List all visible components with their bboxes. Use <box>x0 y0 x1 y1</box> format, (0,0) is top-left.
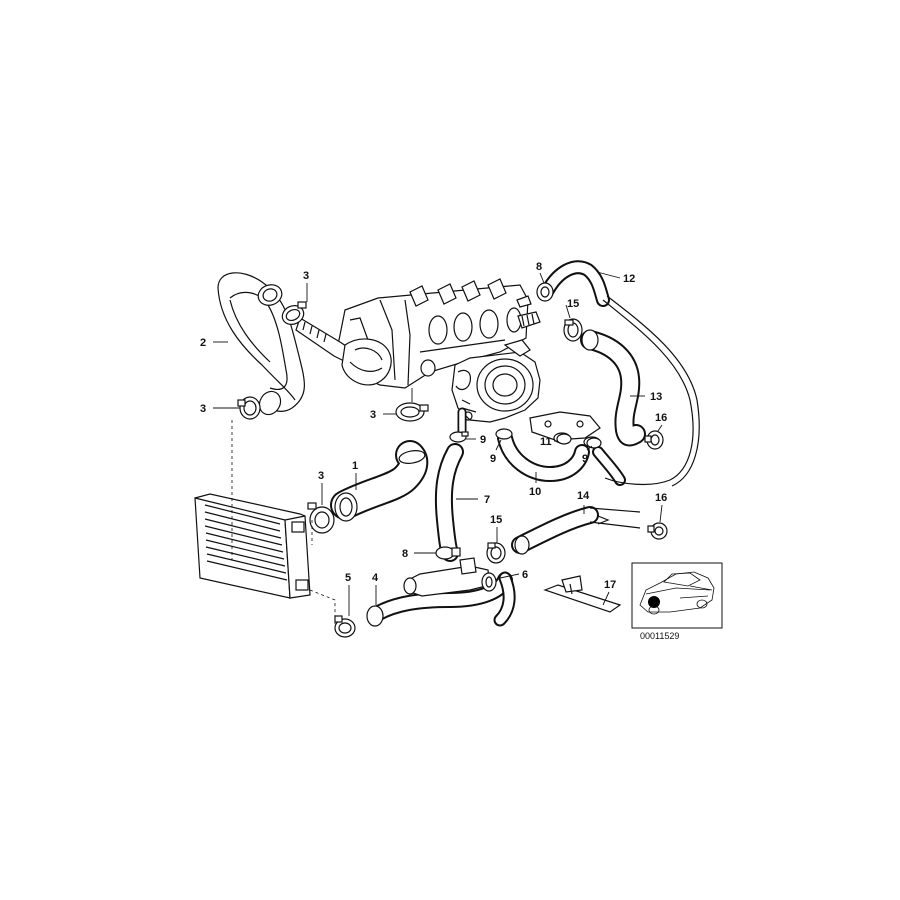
clamp-3-top <box>281 301 307 325</box>
hose-1 <box>330 440 429 522</box>
pipe-4 <box>366 557 516 627</box>
clamp-16-lower <box>647 522 668 540</box>
callout-13: 13 <box>650 391 662 403</box>
callout-8: 8 <box>536 261 542 273</box>
clamp-3-left <box>237 396 261 420</box>
callout-2: 2 <box>200 337 206 349</box>
callout-1: 1 <box>352 460 358 472</box>
hose-10 <box>495 428 590 483</box>
clamp-16-top <box>644 430 664 450</box>
callout-12: 12 <box>623 273 635 285</box>
drawing-number: 00011529 <box>640 631 679 641</box>
callout-9: 9 <box>582 453 588 465</box>
callout-9: 9 <box>490 453 496 465</box>
hose-13 <box>580 329 646 447</box>
clamp-6 <box>481 572 497 592</box>
callout-15: 15 <box>490 514 502 526</box>
callout-4: 4 <box>372 572 379 584</box>
callout-14: 14 <box>577 490 590 502</box>
car-thumbnail-icon <box>639 571 715 615</box>
head-fittings <box>516 295 541 329</box>
callout-7: 7 <box>484 494 490 506</box>
location-inset <box>631 562 723 629</box>
callout-10: 10 <box>529 486 541 498</box>
clamp-3-mid <box>395 402 429 422</box>
callout-15: 15 <box>567 298 579 310</box>
leader-lines <box>213 271 663 616</box>
hose-9-right <box>592 446 626 486</box>
hose-14 <box>511 506 641 555</box>
clamp-9-right <box>586 437 602 449</box>
holder-17 <box>543 575 622 613</box>
callout-5: 5 <box>345 572 351 584</box>
clamp-15-top <box>563 318 583 342</box>
callout-3: 3 <box>303 270 309 282</box>
location-marker-icon <box>648 596 660 608</box>
callout-3: 3 <box>318 470 324 482</box>
callout-3: 3 <box>200 403 206 415</box>
water-pump <box>451 339 541 423</box>
callout-17: 17 <box>604 579 616 591</box>
callout-11: 11 <box>540 436 552 448</box>
hose-12 <box>541 260 700 487</box>
hose-9-left <box>449 407 469 443</box>
clamp-5 <box>334 615 356 638</box>
callout-9: 9 <box>480 434 486 446</box>
hose-7 <box>434 443 464 562</box>
clamp-8-top <box>536 282 554 302</box>
callout-3: 3 <box>370 409 376 421</box>
clamp-3-lower <box>307 502 335 534</box>
clamp-15-lower <box>486 542 506 564</box>
callout-16: 16 <box>655 492 667 504</box>
callout-labels: 1 2 3 3 3 3 4 5 6 7 8 8 9 9 9 10 11 12 1… <box>200 261 667 591</box>
clamp-11 <box>556 433 572 445</box>
radiator <box>194 420 336 630</box>
hose-2 <box>217 272 305 416</box>
thermostat-housing <box>295 317 392 386</box>
callout-8: 8 <box>402 548 408 560</box>
callout-16: 16 <box>655 412 667 424</box>
callout-6: 6 <box>522 569 528 581</box>
